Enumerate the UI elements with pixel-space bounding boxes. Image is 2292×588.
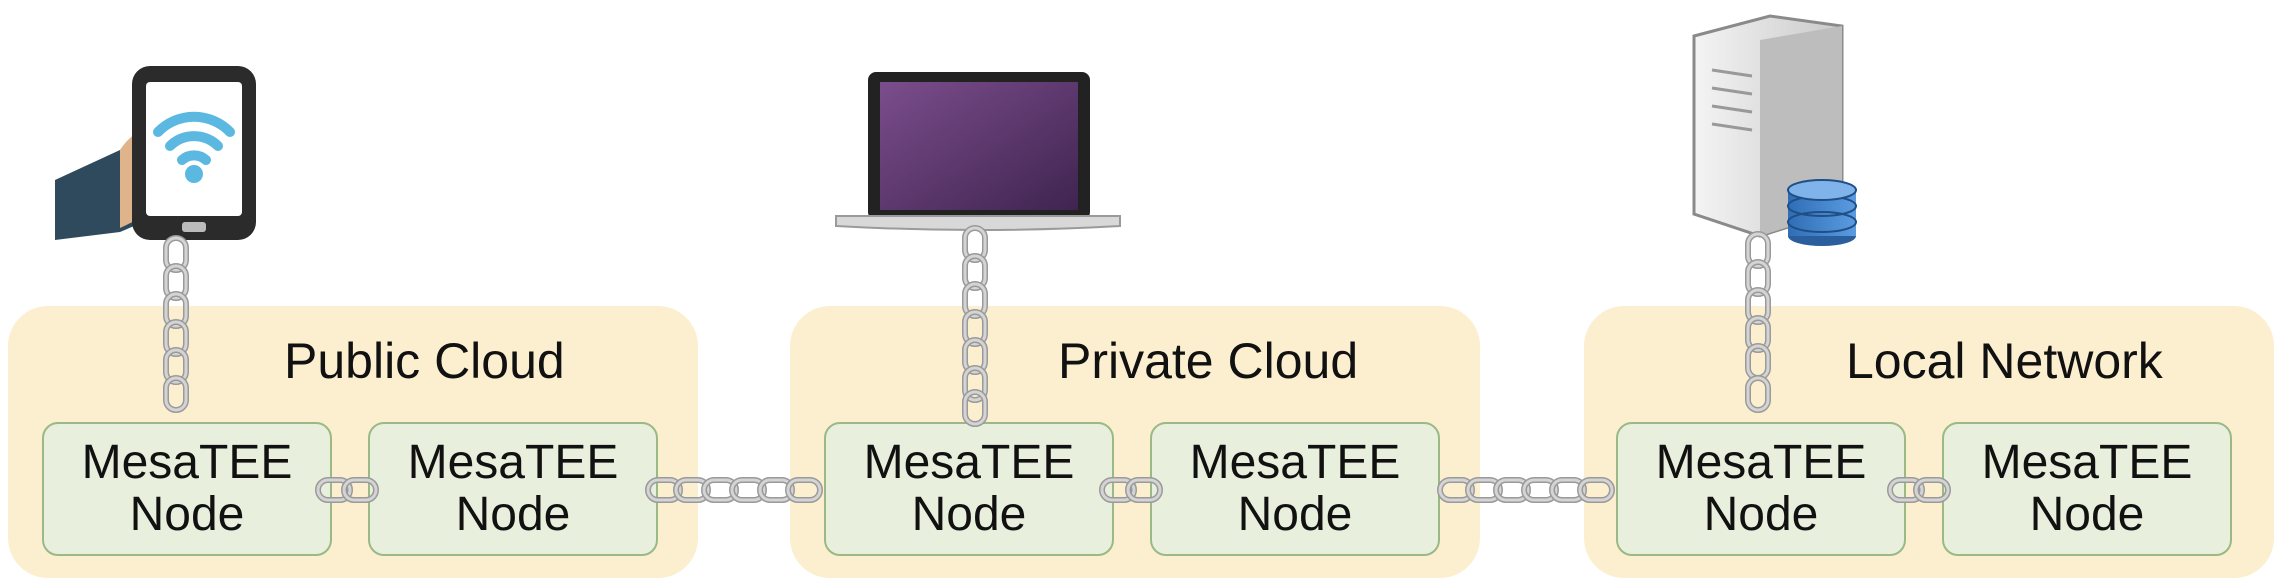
chain-connector	[1890, 480, 1948, 500]
mesatee-node: MesaTEE Node	[1942, 422, 2232, 556]
node-label-line2: Node	[1237, 488, 1353, 541]
smartphone-wifi-icon	[55, 66, 256, 240]
group-title: Local Network	[1846, 333, 2163, 389]
group-public-cloud: Public Cloud MesaTEE Node MesaTEE Node	[8, 306, 698, 578]
group-local-network: Local Network MesaTEE Node MesaTEE Node	[1584, 306, 2274, 578]
chain-connector	[318, 480, 376, 500]
chain-connector	[1748, 234, 1768, 410]
node-label-line1: MesaTEE	[407, 436, 619, 489]
chain-connector	[1102, 480, 1160, 500]
chain-connector	[166, 238, 186, 410]
mesatee-node: MesaTEE Node	[42, 422, 332, 556]
node-label-line1: MesaTEE	[1655, 436, 1867, 489]
node-label-line2: Node	[129, 488, 245, 541]
mesatee-node: MesaTEE Node	[824, 422, 1114, 556]
mesatee-node: MesaTEE Node	[368, 422, 658, 556]
node-label-line2: Node	[911, 488, 1027, 541]
node-label-line2: Node	[1703, 488, 1819, 541]
server-database-icon	[1692, 14, 1857, 246]
mesatee-node: MesaTEE Node	[1150, 422, 1440, 556]
group-title: Public Cloud	[284, 333, 565, 389]
node-label-line2: Node	[2029, 488, 2145, 541]
node-label-line2: Node	[455, 488, 571, 541]
node-label-line1: MesaTEE	[1189, 436, 1401, 489]
laptop-icon	[835, 72, 1121, 231]
node-label-line1: MesaTEE	[863, 436, 1075, 489]
group-private-cloud: Private Cloud MesaTEE Node MesaTEE Node	[790, 306, 1480, 578]
chain-connector	[965, 228, 985, 424]
chain-connector	[1440, 480, 1612, 500]
node-label-line1: MesaTEE	[81, 436, 293, 489]
mesatee-node: MesaTEE Node	[1616, 422, 1906, 556]
group-title: Private Cloud	[1058, 333, 1359, 389]
chain-connector	[648, 480, 820, 500]
node-label-line1: MesaTEE	[1981, 436, 2193, 489]
